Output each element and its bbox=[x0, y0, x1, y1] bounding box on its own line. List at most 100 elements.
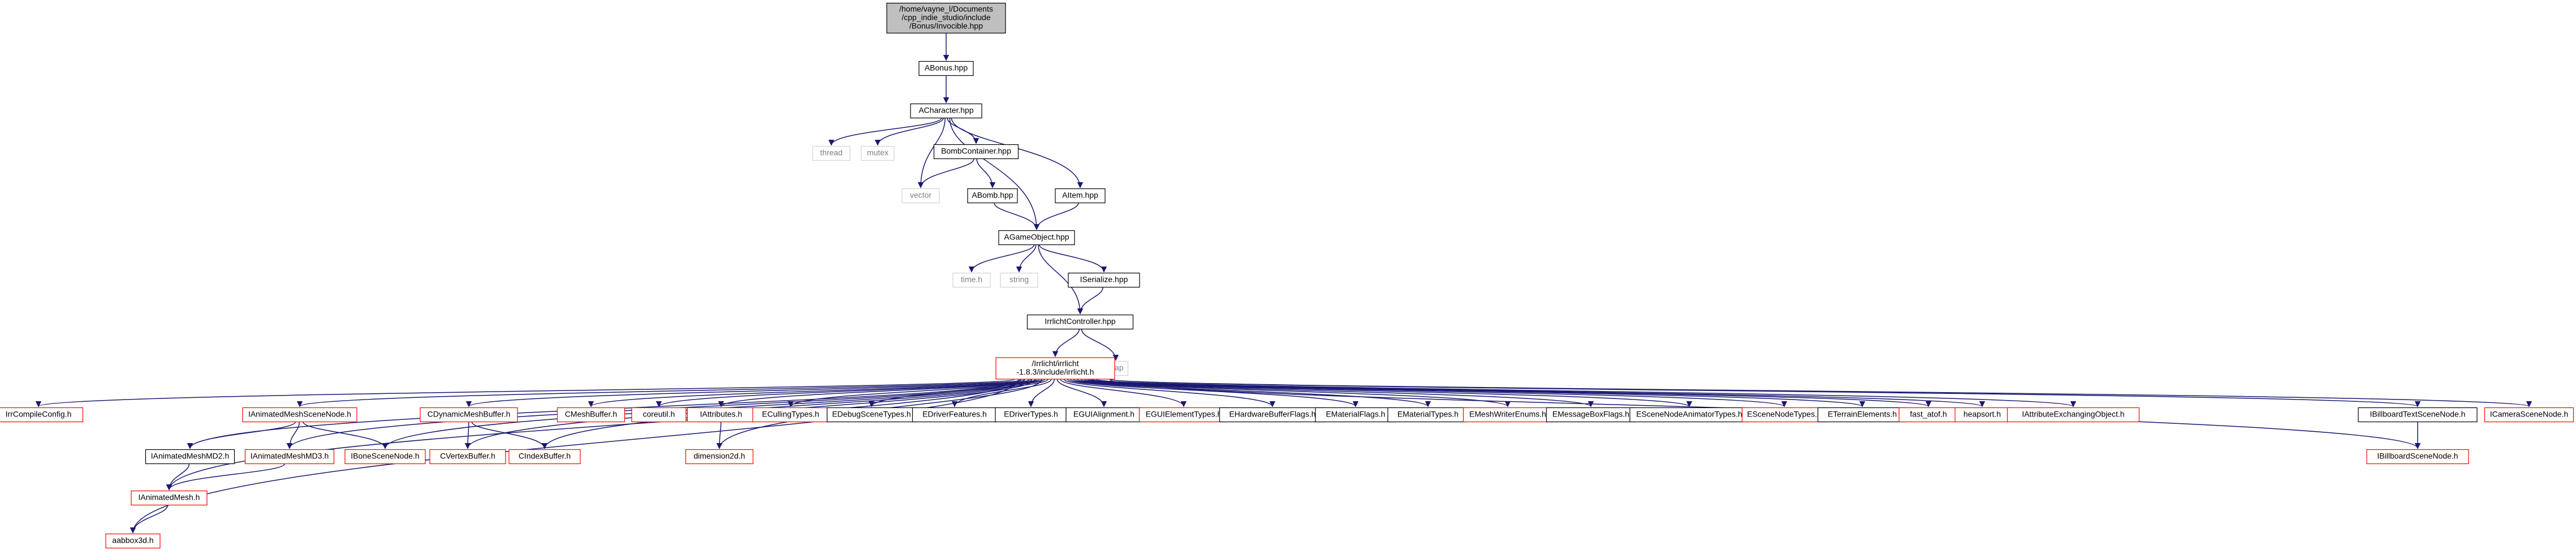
node-ianimatedmeshmd3[interactable]: IAnimatedMeshMD3.h bbox=[244, 449, 335, 465]
node-box-ibillboardscenenode bbox=[2366, 449, 2469, 465]
edge-agameobject-to-string bbox=[1016, 244, 1037, 273]
edge-iserialize-to-irrlichtcontroller bbox=[1077, 287, 1104, 315]
node-label-irrlicht: /Irrlicht/irrlicht bbox=[1032, 359, 1078, 368]
node-cindexbuffer[interactable]: CIndexBuffer.h bbox=[508, 449, 581, 465]
node-box-eguialignment bbox=[1065, 407, 1142, 423]
edge-irrlicht-to-icamerascenenode bbox=[1110, 379, 2532, 407]
edge-iattributes-to-dimension2d bbox=[716, 422, 723, 449]
node-label-bombcontainer: BombContainer.hpp bbox=[941, 147, 1011, 156]
node-fastatof[interactable]: fast_atof.h bbox=[1898, 407, 1958, 423]
node-edriverfeatures[interactable]: EDriverFeatures.h bbox=[912, 407, 998, 423]
node-agameobject[interactable]: AGameObject.hpp bbox=[998, 230, 1075, 246]
node-box-edebugscenetypes bbox=[826, 407, 917, 423]
edge-acharacter-to-bombcontainer bbox=[947, 118, 980, 144]
node-bombcontainer[interactable]: BombContainer.hpp bbox=[933, 144, 1019, 160]
edge-cdynamicmeshbuffer-to-cvertexbuffer bbox=[464, 422, 471, 449]
node-label-eguielementtypes: EGUIElementTypes.h bbox=[1146, 410, 1222, 419]
node-cdynamicmeshbuffer[interactable]: CDynamicMeshBuffer.h bbox=[420, 407, 518, 423]
node-icamerascenenode[interactable]: ICameraSceneNode.h bbox=[2484, 407, 2574, 423]
node-box-bombcontainer bbox=[933, 144, 1019, 160]
node-acharacter[interactable]: ACharacter.hpp bbox=[910, 103, 982, 119]
edge-irrlicht-to-ematerialtypes bbox=[1069, 379, 1431, 407]
node-aabbox3d[interactable]: aabbox3d.h bbox=[105, 533, 161, 549]
node-label-eterrainelements: ETerrainElements.h bbox=[1828, 410, 1897, 419]
node-eguialignment[interactable]: EGUIAlignment.h bbox=[1065, 407, 1142, 423]
node-label-emeshwriterenums: EMeshWriterEnums.h bbox=[1469, 410, 1546, 419]
node-ibillboardscenenode[interactable]: IBillboardSceneNode.h bbox=[2366, 449, 2469, 465]
node-box-root bbox=[886, 2, 1006, 34]
node-root[interactable]: /home/vayne_l/Documents/cpp_indie_studio… bbox=[886, 2, 1006, 34]
node-label-aitem: AItem.hpp bbox=[1062, 191, 1098, 200]
node-iattributes[interactable]: IAttributes.h bbox=[687, 407, 756, 423]
node-ibillboardtextscenenode[interactable]: IBillboardTextSceneNode.h bbox=[2358, 407, 2478, 423]
node-cmeshbuffer[interactable]: CMeshBuffer.h bbox=[556, 407, 625, 423]
node-cvertexbuffer[interactable]: CVertexBuffer.h bbox=[429, 449, 506, 465]
edge-acharacter-to-vector bbox=[917, 118, 946, 188]
node-dimension2d[interactable]: dimension2d.h bbox=[685, 449, 754, 465]
node-label-fastatof: fast_atof.h bbox=[1910, 410, 1947, 419]
node-coreutil[interactable]: coreutil.h bbox=[631, 407, 687, 423]
edge-irrlicht-to-ematerialflags bbox=[1067, 379, 1359, 407]
node-irrlicht[interactable]: /Irrlicht/irrlicht-1.8.3/include/irrlich… bbox=[995, 357, 1115, 380]
edge-irrlicht-to-irrcompileconfig bbox=[36, 379, 1015, 407]
edge-irrlicht-to-ianimatedmeshscenenode bbox=[297, 379, 1026, 407]
node-ianimatedmesh[interactable]: IAnimatedMesh.h bbox=[131, 490, 208, 506]
node-ehardwarebufferflags[interactable]: EHardwareBufferFlags.h bbox=[1219, 407, 1326, 423]
node-label-ianimatedmeshmd3: IAnimatedMeshMD3.h bbox=[251, 452, 329, 461]
node-escenenodetypes[interactable]: ESceneNodeTypes.h bbox=[1741, 407, 1827, 423]
edge-irrlicht-to-ehardwarebufferflags bbox=[1063, 379, 1276, 407]
node-iserialize[interactable]: ISerialize.hpp bbox=[1068, 272, 1140, 288]
node-ibonescenenode[interactable]: IBoneSceneNode.h bbox=[344, 449, 426, 465]
edges bbox=[36, 33, 2532, 534]
node-eguielementtypes[interactable]: EGUIElementTypes.h bbox=[1138, 407, 1229, 423]
node-box-cmeshbuffer bbox=[556, 407, 625, 423]
edge-acharacter-to-agameobject bbox=[949, 118, 1040, 230]
node-box-mutex bbox=[861, 145, 895, 161]
node-box-ibillboardtextscenenode bbox=[2358, 407, 2478, 423]
node-heapsort[interactable]: heapsort.h bbox=[1954, 407, 2010, 423]
node-abomb[interactable]: ABomb.hpp bbox=[967, 188, 1018, 204]
node-box-cvertexbuffer bbox=[429, 449, 506, 465]
node-box-coreutil bbox=[631, 407, 687, 423]
node-box-abonus bbox=[918, 61, 974, 76]
node-box-thread bbox=[812, 145, 851, 161]
node-escenenodeanimatortypes[interactable]: ESceneNodeAnimatorTypes.h bbox=[1629, 407, 1749, 423]
edge-irrlicht-to-eguielementtypes bbox=[1060, 379, 1187, 407]
node-box-ianimatedmeshscenenode bbox=[242, 407, 357, 423]
node-label-mutex: mutex bbox=[867, 148, 888, 157]
node-emeshwriterenums[interactable]: EMeshWriterEnums.h bbox=[1462, 407, 1553, 423]
node-irrlichtcontroller[interactable]: IrrlichtController.hpp bbox=[1026, 314, 1134, 330]
node-emessageboxflags[interactable]: EMessageBoxFlags.h bbox=[1546, 407, 1636, 423]
node-label-timeh: time.h bbox=[961, 275, 982, 284]
node-abonus[interactable]: ABonus.hpp bbox=[918, 61, 974, 76]
node-box-escenenodeanimatortypes bbox=[1629, 407, 1749, 423]
node-ecullingtypes[interactable]: ECullingTypes.h bbox=[752, 407, 829, 423]
node-edrivertypes[interactable]: EDriverTypes.h bbox=[995, 407, 1067, 423]
node-ematerialtypes[interactable]: EMaterialTypes.h bbox=[1387, 407, 1469, 423]
node-label-string: string bbox=[1009, 275, 1029, 284]
node-label-cvertexbuffer: CVertexBuffer.h bbox=[440, 452, 495, 461]
edge-ianimatedmeshmd3-to-ianimatedmesh bbox=[166, 463, 286, 491]
edge-irrlicht-to-edrivertypes bbox=[1028, 379, 1055, 407]
node-label-cmeshbuffer: CMeshBuffer.h bbox=[565, 410, 617, 419]
node-iattributeexchangingobject[interactable]: IAttributeExchangingObject.h bbox=[2007, 407, 2140, 423]
node-label-ibillboardscenenode: IBillboardSceneNode.h bbox=[2377, 452, 2458, 461]
node-ianimatedmeshscenenode[interactable]: IAnimatedMeshSceneNode.h bbox=[242, 407, 357, 423]
node-label-ematerialtypes: EMaterialTypes.h bbox=[1397, 410, 1459, 419]
node-ematerialflags[interactable]: EMaterialFlags.h bbox=[1315, 407, 1396, 423]
node-label-agameobject: AGameObject.hpp bbox=[1004, 233, 1069, 242]
node-eterrainelements[interactable]: ETerrainElements.h bbox=[1817, 407, 1908, 423]
node-vector: vector bbox=[901, 188, 940, 204]
node-box-heapsort bbox=[1954, 407, 2010, 423]
node-ianimatedmeshmd2[interactable]: IAnimatedMeshMD2.h bbox=[145, 449, 235, 465]
node-box-edrivertypes bbox=[995, 407, 1067, 423]
node-box-ianimatedmesh bbox=[131, 490, 208, 506]
node-edebugscenetypes[interactable]: EDebugSceneTypes.h bbox=[826, 407, 917, 423]
node-label-cindexbuffer: CIndexBuffer.h bbox=[519, 452, 571, 461]
node-irrcompileconfig[interactable]: IrrCompileConfig.h bbox=[0, 407, 84, 423]
node-box-irrlicht bbox=[995, 357, 1115, 380]
node-mutex: mutex bbox=[861, 145, 895, 161]
node-aitem[interactable]: AItem.hpp bbox=[1055, 188, 1106, 204]
edge-irrlicht-to-cmeshbuffer bbox=[588, 379, 1037, 407]
edge-acharacter-to-thread bbox=[828, 118, 942, 146]
